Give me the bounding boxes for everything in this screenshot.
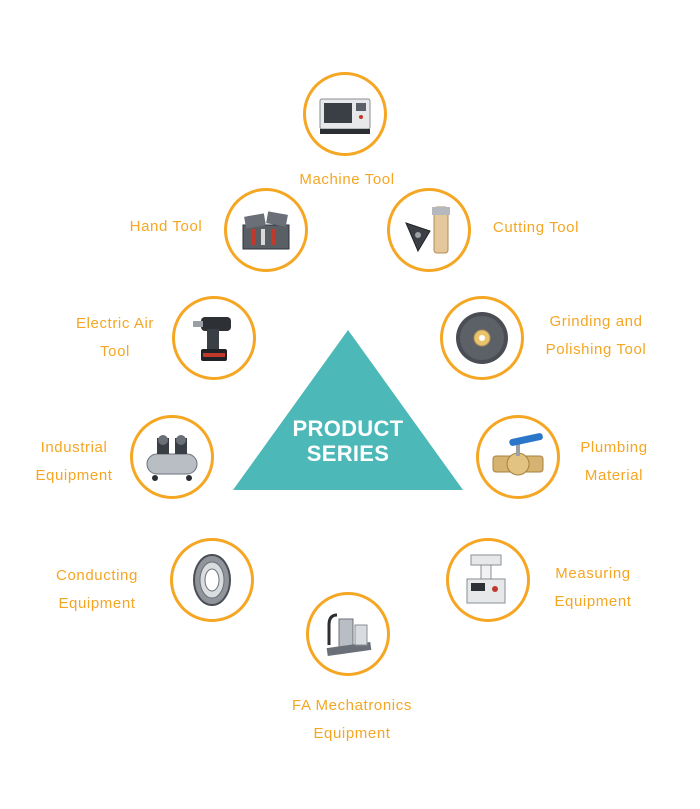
plumbing-material-label: Plumbing Material: [568, 434, 660, 490]
grinding-polishing-tool-label-line1: Grinding and: [549, 313, 643, 330]
fa-mechatronics-equipment-label-line1: FA Mechatronics: [292, 697, 412, 714]
air-compressor-icon: [146, 435, 198, 481]
industrial-equipment-node[interactable]: [130, 415, 214, 499]
conducting-equipment-node[interactable]: [170, 538, 254, 622]
cutting-tool-node[interactable]: [387, 188, 471, 272]
conducting-equipment-label-line2: Equipment: [58, 595, 136, 612]
center-title-line2: SERIES: [306, 441, 390, 466]
hand-tool-label-line1: Hand Tool: [129, 218, 203, 235]
industrial-equipment-label: Industrial Equipment: [24, 434, 124, 490]
industrial-equipment-label-line1: Industrial: [40, 439, 108, 456]
center-title: PRODUCT SERIES: [258, 416, 438, 466]
electric-air-tool-label-line1: Electric Air: [75, 315, 155, 332]
cutting-insert-icon: [405, 206, 450, 254]
fa-mechatronics-equipment-label: FA Mechatronics Equipment: [277, 692, 427, 748]
hand-tool-node[interactable]: [224, 188, 308, 272]
cnc-machine-icon: [319, 98, 371, 134]
grinding-polishing-tool-label-line2: Polishing Tool: [545, 341, 647, 358]
measuring-equipment-label: Measuring Equipment: [542, 560, 644, 616]
fa-mechatronics-equipment-label-line2: Equipment: [313, 725, 391, 742]
plumbing-material-label-line2: Material: [584, 467, 644, 484]
grinding-polishing-tool-node[interactable]: [440, 296, 524, 380]
machine-tool-label-line1: Machine Tool: [299, 171, 395, 188]
cutting-tool-label-line1: Cutting Tool: [492, 219, 580, 236]
machine-tool-label: Machine Tool: [292, 166, 402, 194]
measuring-equipment-label-line1: Measuring: [555, 565, 631, 582]
center-title-line1: PRODUCT: [292, 416, 404, 441]
electric-air-tool-label-line2: Tool: [100, 343, 130, 360]
bearing-icon: [193, 554, 231, 606]
measuring-equipment-node[interactable]: [446, 538, 530, 622]
hand-tool-label: Hand Tool: [120, 213, 212, 241]
conducting-equipment-label-line1: Conducting: [56, 567, 138, 584]
plumbing-material-label-line1: Plumbing: [580, 439, 648, 456]
industrial-equipment-label-line2: Equipment: [35, 467, 113, 484]
plumbing-material-node[interactable]: [476, 415, 560, 499]
linear-actuator-icon: [326, 613, 372, 657]
conducting-equipment-label: Conducting Equipment: [44, 562, 150, 618]
electric-air-tool-node[interactable]: [172, 296, 256, 380]
electric-air-tool-label: Electric Air Tool: [60, 310, 170, 366]
toolbox-icon: [242, 211, 290, 250]
center-triangle: [233, 330, 463, 490]
fa-mechatronics-equipment-node[interactable]: [306, 592, 390, 676]
grinding-polishing-tool-label: Grinding and Polishing Tool: [534, 308, 658, 364]
machine-tool-node[interactable]: [303, 72, 387, 156]
measuring-instrument-icon: [466, 554, 506, 604]
grinding-wheel-icon: [456, 312, 508, 364]
cutting-tool-label: Cutting Tool: [484, 214, 588, 242]
measuring-equipment-label-line2: Equipment: [554, 593, 632, 610]
ball-valve-icon: [492, 433, 544, 476]
impact-driver-icon: [193, 317, 231, 361]
